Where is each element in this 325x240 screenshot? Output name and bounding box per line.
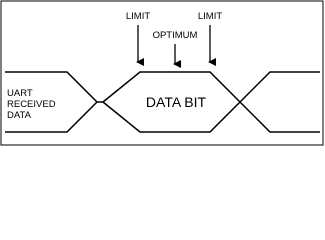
signal-lower-line: [5, 101, 98, 133]
data-bit-label: DATA BIT: [146, 94, 207, 110]
optimum-label: OPTIMUM: [153, 30, 198, 41]
sampling-arrows: [136, 25, 216, 68]
signal-lower-line-right: [239, 101, 320, 133]
limit-left-label: LIMIT: [126, 11, 150, 22]
eye-top-edge: [102, 71, 241, 103]
limit-right-label: LIMIT: [198, 11, 222, 22]
signal-upper-line-right: [239, 71, 320, 103]
signal-waveform: [5, 71, 320, 133]
signal-upper-line: [5, 71, 103, 103]
diagram-frame: [0, 0, 324, 146]
signal-label-line1: UART: [7, 88, 33, 99]
uart-timing-diagram: LIMIT LIMIT OPTIMUM UART RECEIVED DATA D…: [0, 0, 324, 146]
signal-label-line3: DATA: [7, 110, 32, 121]
signal-label-line2: RECEIVED: [7, 99, 56, 110]
eye-bottom-edge: [102, 101, 241, 133]
